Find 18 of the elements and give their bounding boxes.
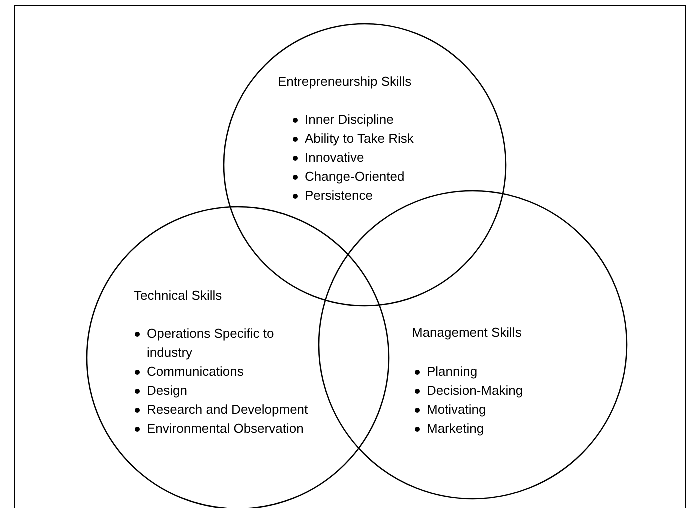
list-item: Persistence xyxy=(305,187,373,205)
list-item: Communications xyxy=(147,363,244,381)
circle-heading: Entrepreneurship Skills xyxy=(278,74,412,90)
list-item: Planning xyxy=(427,363,478,381)
circle-heading: Management Skills xyxy=(412,325,522,341)
skill-circle xyxy=(223,23,507,307)
list-item: Motivating xyxy=(427,401,486,419)
circle-heading: Technical Skills xyxy=(134,288,222,304)
list-item: Research and Development xyxy=(147,401,308,419)
list-item: Environmental Observation xyxy=(147,420,304,438)
list-item: Inner Discipline xyxy=(305,111,394,129)
list-item: Marketing xyxy=(427,420,484,438)
list-item: Change-Oriented xyxy=(305,168,405,186)
list-item: Decision-Making xyxy=(427,382,524,400)
list-item: Innovative xyxy=(305,149,364,167)
list-item: Design xyxy=(147,382,188,400)
list-item: Operations Specific to industry xyxy=(147,325,276,362)
list-item: Ability to Take Risk xyxy=(305,130,414,148)
